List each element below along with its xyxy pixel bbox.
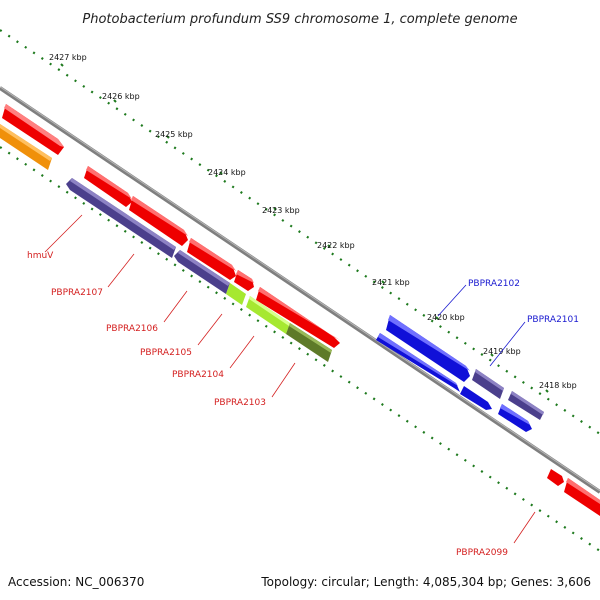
gene-arrow[interactable] — [547, 469, 564, 486]
tick-label: 2422 kbp — [317, 241, 355, 250]
tick-label: 2418 kbp — [539, 381, 577, 390]
gene-arrow[interactable] — [460, 386, 492, 410]
gene-arrow[interactable] — [66, 178, 176, 258]
gene-label-pbpra2099[interactable]: PBPRA2099 — [456, 548, 508, 558]
gene-arrow[interactable] — [564, 478, 600, 516]
tick-label: 2426 kbp — [102, 92, 140, 101]
gene-arrow[interactable] — [376, 333, 460, 392]
gene-arrow[interactable] — [2, 104, 64, 155]
gene-label-pbpra2107[interactable]: PBPRA2107 — [51, 288, 103, 298]
gene-arrow[interactable] — [226, 283, 246, 305]
gene-arrow[interactable] — [129, 196, 188, 246]
tick-track-inner — [0, 146, 600, 552]
tick-label: 2424 kbp — [208, 168, 246, 177]
gene-arrow[interactable] — [174, 250, 230, 294]
gene-arrow[interactable] — [234, 270, 254, 291]
gene-arrow[interactable] — [472, 369, 504, 399]
gene-arrow[interactable] — [84, 166, 132, 207]
gene-label-pbpra2101[interactable]: PBPRA2101 — [527, 315, 579, 325]
tick-label: 2421 kbp — [372, 278, 410, 287]
tick-label: 2423 kbp — [262, 206, 300, 215]
gene-label-pbpra2103[interactable]: PBPRA2103 — [214, 398, 266, 408]
gene-arrow[interactable] — [246, 296, 290, 334]
gene-arrow[interactable] — [187, 238, 236, 280]
tick-label: 2420 kbp — [427, 313, 465, 322]
gene-arrow[interactable] — [286, 323, 332, 362]
reverse-strand-genes — [0, 124, 544, 432]
gene-arrow[interactable] — [508, 391, 544, 420]
gene-arrow[interactable] — [386, 315, 470, 382]
gene-label-pbpra2105[interactable]: PBPRA2105 — [140, 348, 192, 358]
gene-label-pbpra2106[interactable]: PBPRA2106 — [106, 324, 158, 334]
tick-track-outer — [0, 29, 600, 435]
gene-arrow[interactable] — [498, 404, 532, 432]
gene-arrow[interactable] — [256, 287, 340, 348]
topology-text: Topology: circular; Length: 4,085,304 bp… — [260, 575, 591, 589]
chromosome-backbone — [0, 86, 600, 494]
map-title: Photobacterium profundum SS9 chromosome … — [82, 12, 517, 27]
accession-text: Accession: NC_006370 — [8, 575, 144, 589]
tick-label: 2427 kbp — [49, 53, 87, 62]
gene-label-hmuV[interactable]: hmuV — [27, 251, 54, 261]
gene-labels: hmuV PBPRA2107 PBPRA2106 PBPRA2105 PBPRA… — [27, 214, 579, 558]
tick-label: 2425 kbp — [155, 130, 193, 139]
gene-arrow[interactable] — [0, 124, 52, 170]
gene-label-pbpra2104[interactable]: PBPRA2104 — [172, 370, 224, 380]
gene-label-pbpra2102[interactable]: PBPRA2102 — [468, 279, 520, 289]
chromosome-backbone-highlight — [0, 86, 600, 492]
forward-strand-genes — [2, 104, 600, 516]
